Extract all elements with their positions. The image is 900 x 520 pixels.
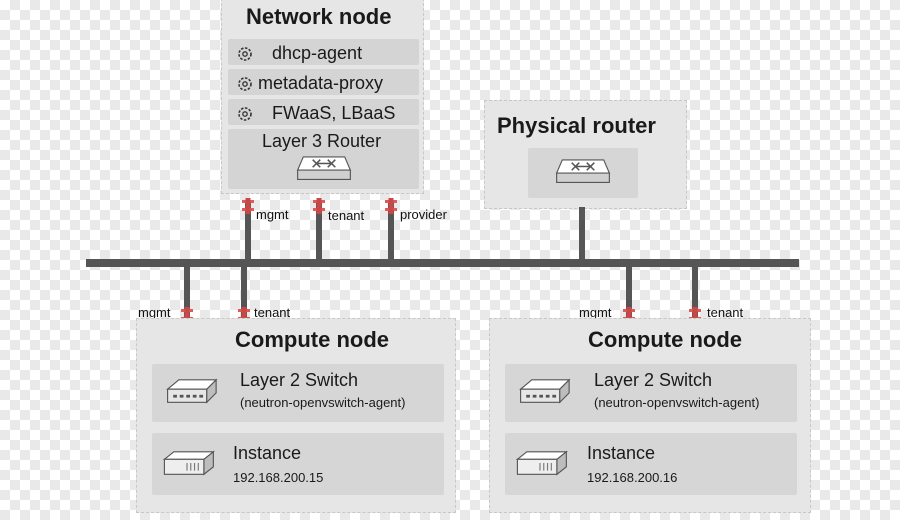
port-label-provider: provider [400,207,447,222]
server-icon [511,448,569,480]
physical-router-title: Physical router [497,113,656,138]
layer3-router-panel: Layer 3 Router [228,129,419,189]
instance-ip: 192.168.200.15 [233,470,324,485]
compute-node-title: Compute node [588,327,742,352]
router-icon [294,155,354,187]
service-label: metadata-proxy [258,73,384,93]
port-label-tenant: tenant [328,208,365,223]
switch-label: Layer 2 Switch [594,370,713,390]
port-mgmt-icon [241,198,255,214]
link-tenant-compute-1 [241,264,247,318]
gear-icon [236,45,254,63]
service-fwaas-lbaas: FWaaS, LBaaS [228,99,419,125]
link-tenant-network [316,200,322,262]
link-tenant-compute-2 [692,264,698,318]
link-mgmt-network [245,200,251,262]
link-mgmt-compute-2 [626,264,632,318]
service-dhcp-agent: dhcp-agent [228,39,419,65]
link-provider-network [388,200,394,262]
network-bus [86,259,799,267]
service-label: dhcp-agent [272,43,363,63]
layer3-router-label: Layer 3 Router [262,131,382,151]
instance-panel: Instance 192.168.200.16 [505,433,797,495]
instance-panel: Instance 192.168.200.15 [152,433,444,495]
compute-node-2: Compute node Layer 2 Switch (neutron-ope… [489,318,811,513]
instance-label: Instance [587,443,656,463]
network-node-title: Network node [246,4,392,29]
service-label: FWaaS, LBaaS [272,103,396,123]
link-mgmt-compute-1 [184,264,190,318]
port-provider-icon [384,198,398,214]
switch-icon [515,376,571,408]
network-node: Network node dhcp-agent metadata-proxy F… [221,0,424,194]
link-physical-router [579,207,585,262]
gear-icon [236,75,254,93]
instance-ip: 192.168.200.16 [587,470,678,485]
instance-label: Instance [233,443,302,463]
port-tenant-icon [312,198,326,214]
port-label-tenant: tenant [707,305,744,320]
layer2-switch-panel: Layer 2 Switch (neutron-openvswitch-agen… [505,364,797,422]
gear-icon [236,105,254,123]
compute-node-1: Compute node Layer 2 Switch (neutron-ope… [136,318,456,513]
router-icon [553,158,613,190]
port-label-mgmt: mgmt [579,305,612,320]
server-icon [158,448,216,480]
service-metadata-proxy: metadata-proxy [228,69,419,95]
physical-router-node: Physical router [484,100,687,209]
layer2-switch-panel: Layer 2 Switch (neutron-openvswitch-agen… [152,364,444,422]
port-label-tenant: tenant [254,305,291,320]
port-label-mgmt: mgmt [256,207,289,222]
compute-node-title: Compute node [235,327,389,352]
switch-sublabel: (neutron-openvswitch-agent) [240,395,406,410]
switch-icon [162,376,218,408]
switch-sublabel: (neutron-openvswitch-agent) [594,395,760,410]
physical-router-panel [528,148,638,198]
port-label-mgmt: mgmt [138,305,171,320]
switch-label: Layer 2 Switch [240,370,359,390]
